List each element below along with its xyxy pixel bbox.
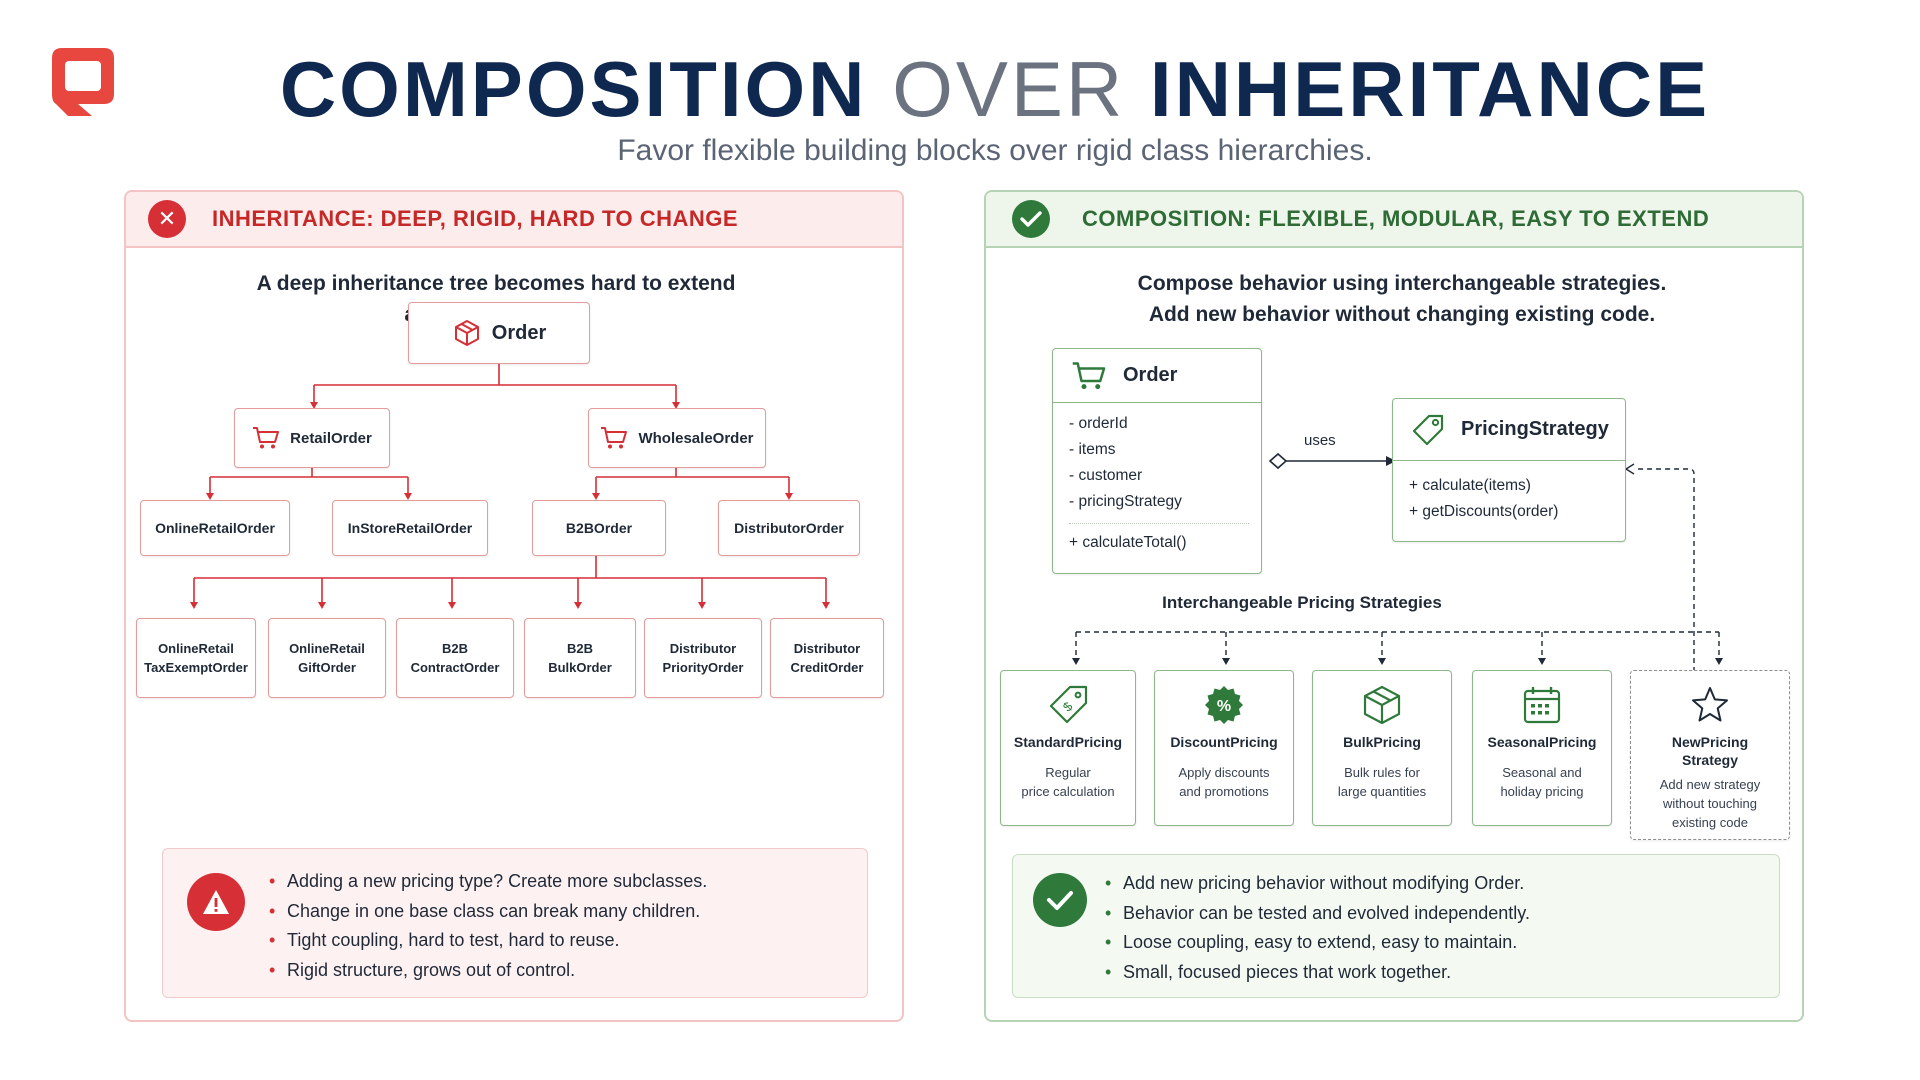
price-tag-icon [1411,413,1445,447]
list-item: Small, focused pieces that work together… [1105,958,1530,988]
cart-icon [600,426,628,450]
box-icon [1360,683,1404,727]
composition-benefits-list: Add new pricing behavior without modifyi… [1105,869,1530,987]
strategy-card-bulk: BulkPricing Bulk rules for large quantit… [1312,670,1452,826]
class-node-b2border: B2BOrder [532,500,666,556]
uml-field: - pricingStrategy [1069,493,1182,510]
uml-interface-pricingstrategy: PricingStrategy + calculate(items) + get… [1392,398,1626,542]
uml-field: - items [1069,441,1116,458]
strategy-card-seasonal: SeasonalPricing Seasonal and holiday pri… [1472,670,1612,826]
class-node-distributororder: DistributorOrder [718,500,860,556]
inheritance-problems-box: Adding a new pricing type? Create more s… [162,848,868,998]
cart-icon [1071,361,1107,391]
strategy-desc: Bulk rules for large quantities [1337,765,1427,799]
price-tag-icon: $ [1046,683,1090,727]
composition-benefits-box: Add new pricing behavior without modifyi… [1012,854,1780,998]
class-node-label: RetailOrder [290,429,372,447]
class-node-distributorpriorityorder: Distributor PriorityOrder [644,618,762,698]
list-item: Add new pricing behavior without modifyi… [1105,869,1530,899]
composition-header: COMPOSITION: FLEXIBLE, MODULAR, EASY TO … [986,192,1802,248]
star-icon [1688,683,1732,727]
svg-text:$: $ [1060,698,1076,714]
uml-class-name: PricingStrategy [1461,418,1609,440]
strategy-name: NewPricing Strategy [1671,734,1749,768]
title-part-2: OVER [892,45,1126,133]
class-node-order: Order [408,302,590,364]
composition-panel: COMPOSITION: FLEXIBLE, MODULAR, EASY TO … [984,190,1804,1022]
error-x-icon: ✕ [148,200,186,238]
box-icon [452,318,482,348]
inheritance-header-label: INHERITANCE: DEEP, RIGID, HARD TO CHANGE [212,206,739,231]
class-node-label: Order [491,321,547,344]
warning-icon [187,873,245,931]
strategies-label: Interchangeable Pricing Strategies [1162,593,1442,612]
class-node-instoreretailorder: InStoreRetailOrder [332,500,488,556]
class-node-b2bcontractorder: B2B ContractOrder [396,618,514,698]
check-circle-icon [1012,200,1050,238]
uml-field: - orderId [1069,415,1128,432]
inheritance-problems-list: Adding a new pricing type? Create more s… [269,867,707,985]
uml-divider [1069,523,1249,524]
class-node-wholesaleorder: WholesaleOrder [588,408,766,468]
list-item: Behavior can be tested and evolved indep… [1105,899,1530,929]
inheritance-header: ✕ INHERITANCE: DEEP, RIGID, HARD TO CHAN… [126,192,902,248]
strategy-name: StandardPricing [1013,734,1123,750]
class-node-distributorcreditorder: Distributor CreditOrder [770,618,884,698]
page-title: COMPOSITION OVER INHERITANCE [0,44,1920,135]
composition-header-label: COMPOSITION: FLEXIBLE, MODULAR, EASY TO … [1082,206,1710,231]
inheritance-panel: ✕ INHERITANCE: DEEP, RIGID, HARD TO CHAN… [124,190,904,1022]
uml-field: - customer [1069,467,1143,484]
strategy-card-discount: % DiscountPricing Apply discounts and pr… [1154,670,1294,826]
uml-class-members: + calculate(items) + getDiscounts(order) [1393,461,1625,525]
class-node-retailorder: RetailOrder [234,408,390,468]
uses-label: uses [1304,432,1336,449]
class-node-onlineretailorder: OnlineRetailOrder [140,500,290,556]
class-node-onlineretailtaxexemptorder: OnlineRetail TaxExemptOrder [136,618,256,698]
strategy-card-standard: $ StandardPricing Regular price calculat… [1000,670,1136,826]
uml-class-header: Order [1053,349,1261,403]
strategy-name: DiscountPricing [1170,734,1278,750]
strategy-name: BulkPricing [1343,734,1421,750]
uml-class-name: Order [1123,364,1178,386]
list-item: Change in one base class can break many … [269,897,707,927]
svg-text:%: % [1217,698,1231,715]
uml-method: + calculate(items) [1409,477,1531,494]
composition-connectors [1072,452,1723,681]
list-item: Loose coupling, easy to extend, easy to … [1105,928,1530,958]
page-subtitle: Favor flexible building blocks over rigi… [617,134,1373,167]
calendar-icon [1520,683,1564,727]
list-item: Tight coupling, hard to test, hard to re… [269,926,707,956]
title-part-3: INHERITANCE [1149,45,1711,133]
cart-icon [252,426,280,450]
uml-method: + getDiscounts(order) [1409,503,1559,520]
strategy-card-new: NewPricing Strategy Add new strategy wit… [1630,670,1790,840]
list-item: Rigid structure, grows out of control. [269,956,707,986]
uml-method: + calculateTotal() [1069,534,1187,551]
composition-description: Compose behavior using interchangeable s… [1137,272,1667,326]
list-item: Adding a new pricing type? Create more s… [269,867,707,897]
class-node-onlineretailgiftorder: OnlineRetail GiftOrder [268,618,386,698]
strategy-desc: Add new strategy without touching existi… [1659,777,1761,830]
logo-icon [52,48,114,116]
uml-class-members: - orderId - items - customer - pricingSt… [1053,403,1261,556]
strategy-desc: Apply discounts and promotions [1178,765,1270,799]
class-node-b2bbulkorder: B2B BulkOrder [524,618,636,698]
check-circle-icon [1033,873,1087,927]
percent-badge-icon: % [1202,683,1246,727]
strategy-desc: Seasonal and holiday pricing [1500,765,1584,799]
strategy-desc: Regular price calculation [1021,765,1115,799]
strategy-name: SeasonalPricing [1487,734,1597,750]
uml-class-header: PricingStrategy [1393,399,1625,461]
uml-class-order: Order - orderId - items - customer - pri… [1052,348,1262,574]
title-part-1: COMPOSITION [279,45,868,133]
class-node-label: WholesaleOrder [638,429,754,447]
